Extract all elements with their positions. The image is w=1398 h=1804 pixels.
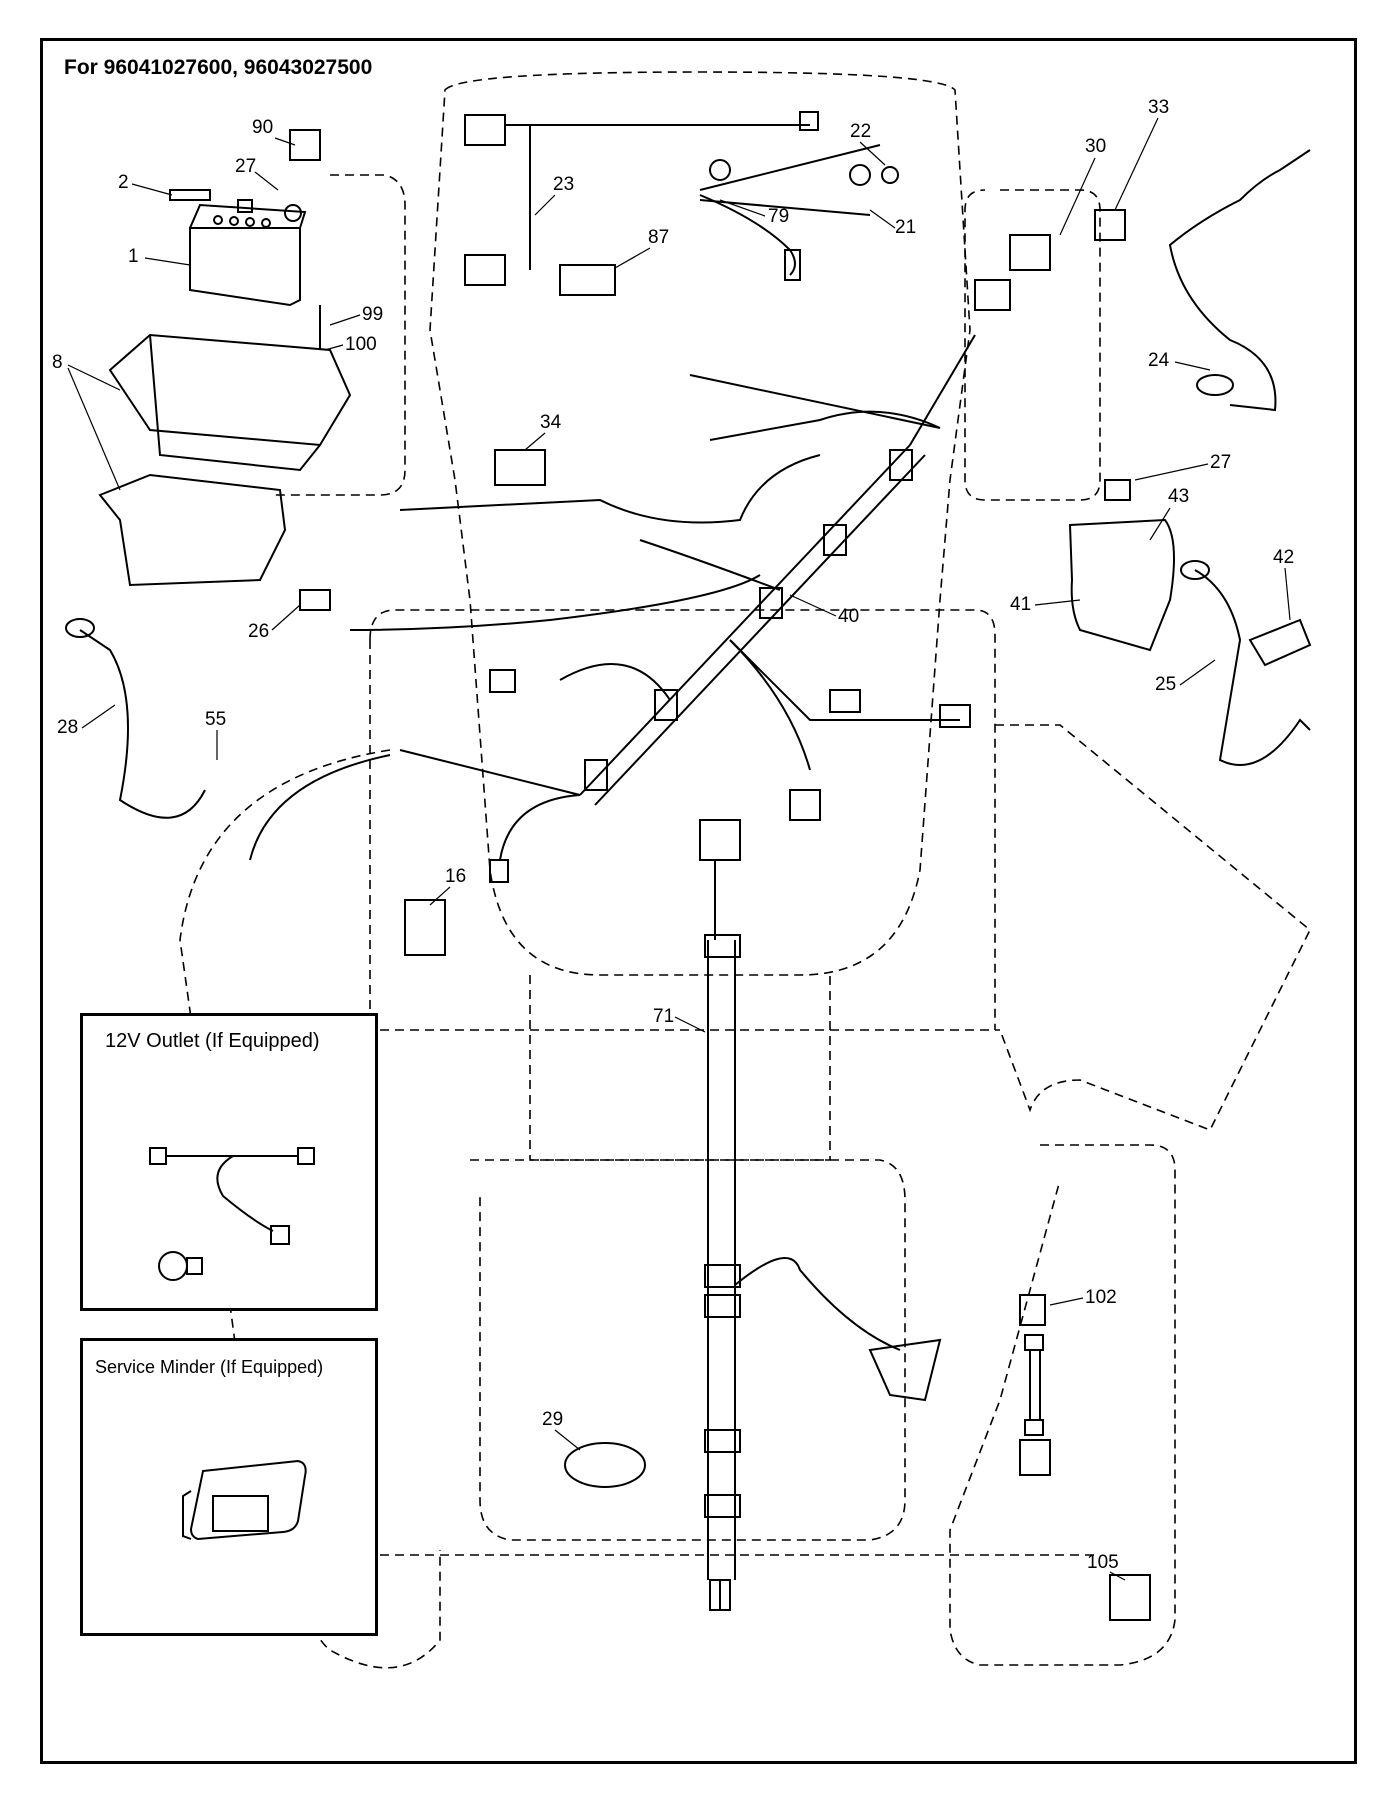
switch-30 xyxy=(1009,234,1051,271)
callout-100: 100 xyxy=(345,334,377,355)
fuse-26 xyxy=(299,589,331,611)
battery xyxy=(189,199,307,307)
service-minder-drawing xyxy=(182,1459,307,1541)
main-harness xyxy=(249,279,1011,883)
callout-25: 25 xyxy=(1155,674,1176,695)
right-fender-outline xyxy=(949,1144,1176,1666)
inset-service-minder: Service Minder (If Equipped) xyxy=(80,1338,378,1636)
boot-42 xyxy=(1248,618,1312,667)
solenoid-105 xyxy=(1109,1574,1151,1621)
outlet-harness-drawing xyxy=(149,1147,315,1281)
seat-region-outline xyxy=(470,1159,906,1541)
battery-area-outline xyxy=(270,174,406,496)
callout-33: 33 xyxy=(1148,97,1169,118)
callout-2: 2 xyxy=(118,172,129,193)
callout-90: 90 xyxy=(252,117,273,138)
inset-service-minder-title: Service Minder (If Equipped) xyxy=(95,1357,324,1377)
battery-tray xyxy=(98,333,352,587)
inset-12v-outlet: 12V Outlet (If Equipped) xyxy=(80,1013,378,1311)
harness-102 xyxy=(1019,1294,1051,1476)
callout-16: 16 xyxy=(445,866,466,887)
callout-22: 22 xyxy=(850,121,871,142)
switch-34 xyxy=(494,449,546,486)
part-90 xyxy=(289,129,321,161)
hood-outline xyxy=(429,71,971,976)
callout-27-top: 27 xyxy=(235,156,256,177)
callout-24: 24 xyxy=(1148,350,1170,371)
callout-29: 29 xyxy=(542,1409,563,1430)
cable-28 xyxy=(79,629,206,819)
hour-meter-29 xyxy=(564,1442,646,1488)
lighting-harness xyxy=(464,111,899,296)
starter-solenoid xyxy=(1068,518,1175,652)
body-frame-outline xyxy=(369,609,996,1030)
callout-26: 26 xyxy=(248,621,269,642)
callout-41: 41 xyxy=(1010,594,1031,615)
page-title: For 96041027600, 96043027500 xyxy=(64,56,373,79)
battery-cable-24 xyxy=(1168,149,1311,412)
callout-28: 28 xyxy=(57,717,78,738)
bolt-2 xyxy=(169,189,211,201)
right-switch-area-outline xyxy=(964,189,1101,501)
inset-12v-outlet-title: 12V Outlet (If Equipped) xyxy=(105,1030,320,1052)
switch-16 xyxy=(404,899,446,956)
callout-23: 23 xyxy=(553,174,574,195)
callout-1: 1 xyxy=(128,246,139,267)
nut xyxy=(1104,479,1131,501)
callout-55: 55 xyxy=(205,709,226,730)
callout-79: 79 xyxy=(768,206,789,227)
callout-87: 87 xyxy=(648,227,669,248)
callout-8: 8 xyxy=(52,352,63,373)
callout-102: 102 xyxy=(1085,1287,1117,1308)
callout-99: 99 xyxy=(362,304,383,325)
callout-71: 71 xyxy=(653,1006,674,1027)
callout-27-right: 27 xyxy=(1210,452,1231,473)
callouts: 1 2 8 16 21 22 23 24 25 26 27 27 28 29 3… xyxy=(52,97,1294,1581)
battery-cable-25 xyxy=(1194,569,1311,766)
diagram-frame xyxy=(40,38,1357,1764)
callout-30: 30 xyxy=(1085,136,1106,157)
harness-71 xyxy=(699,819,942,1611)
switch-33 xyxy=(1094,209,1126,241)
callout-40: 40 xyxy=(838,606,859,627)
callout-21: 21 xyxy=(895,217,916,238)
callout-105: 105 xyxy=(1087,1552,1119,1573)
callout-34: 34 xyxy=(540,412,562,433)
callout-43: 43 xyxy=(1168,486,1189,507)
callout-42: 42 xyxy=(1273,547,1294,568)
